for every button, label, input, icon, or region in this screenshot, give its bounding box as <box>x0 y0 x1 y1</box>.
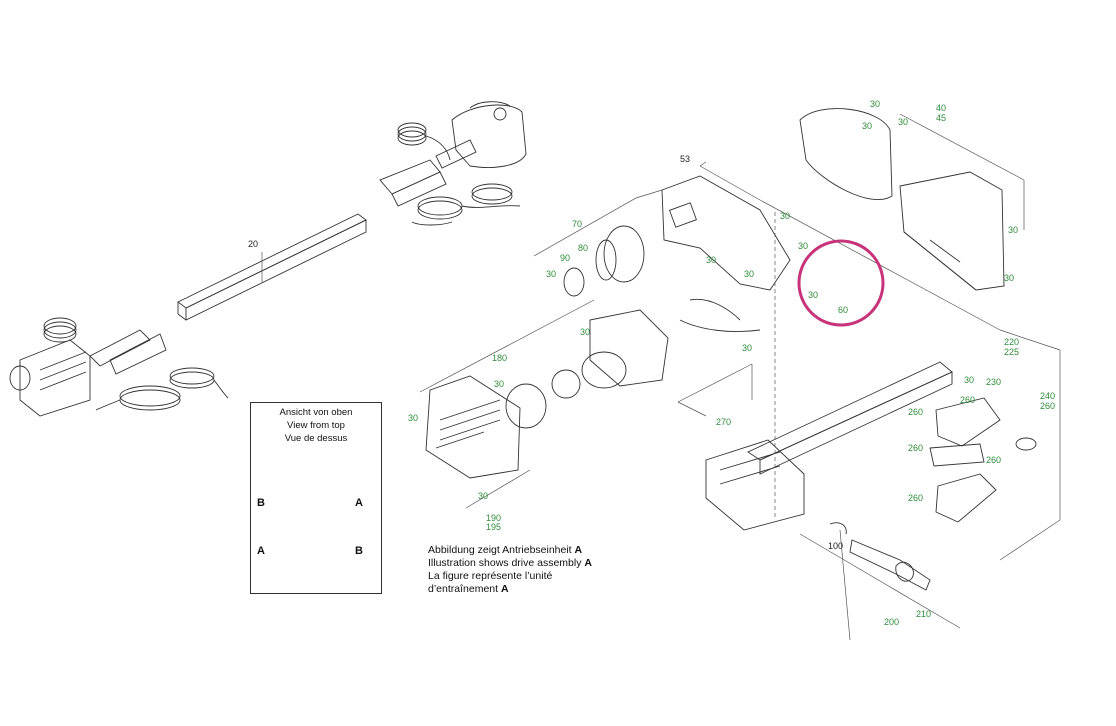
callout-30: 30 <box>494 379 505 389</box>
inset-title-en: View from top <box>287 420 345 431</box>
rail-bracket-assembly <box>705 361 1037 591</box>
callout-100: 100 <box>828 541 844 551</box>
callout-70: 70 <box>572 219 583 229</box>
inset-label-b-left: B <box>257 497 265 509</box>
callout-30: 30 <box>580 327 591 337</box>
callout-20: 20 <box>248 239 259 249</box>
callout-230: 230 <box>986 377 1002 387</box>
callout-195: 195 <box>486 522 502 532</box>
caption-line-fr-2: d’entraînement A <box>428 583 509 595</box>
cover-parts-40-45 <box>799 108 1005 291</box>
callout-90: 90 <box>560 253 571 263</box>
drive-assembly-caption: Abbildung zeigt Antriebseinheit A Illust… <box>428 544 592 596</box>
callout-30: 30 <box>898 117 909 127</box>
callout-260: 260 <box>908 443 924 453</box>
inset-label-a-right: A <box>355 497 363 509</box>
callout-30: 30 <box>478 491 489 501</box>
inset-label-a-left: A <box>257 545 265 557</box>
callout-30: 30 <box>798 241 809 251</box>
caption-line-en: Illustration shows drive assembly A <box>428 557 592 569</box>
motor-assembly <box>425 175 791 479</box>
callout-60: 60 <box>838 305 849 315</box>
callout-190: 190 <box>486 513 502 523</box>
callout-260: 260 <box>908 407 924 417</box>
callout-30: 30 <box>742 343 753 353</box>
highlight-circle-part-60 <box>797 239 885 327</box>
callout-30: 30 <box>1008 225 1019 235</box>
rail-part-20 <box>177 213 367 321</box>
callout-260: 260 <box>1040 401 1056 411</box>
callout-270: 270 <box>716 417 732 427</box>
callout-80: 80 <box>578 243 589 253</box>
callout-30: 30 <box>808 290 819 300</box>
callout-leader-lines <box>261 113 1061 641</box>
callout-260: 260 <box>986 455 1002 465</box>
callout-30: 30 <box>408 413 419 423</box>
caption-line-de: Abbildung zeigt Antriebseinheit A <box>428 544 583 556</box>
callout-30: 30 <box>870 99 881 109</box>
inset-label-b-right: B <box>355 545 363 557</box>
callout-200: 200 <box>884 617 900 627</box>
callout-40: 40 <box>936 103 947 113</box>
callout-30: 30 <box>780 211 791 221</box>
callout-220: 220 <box>1004 337 1020 347</box>
callout-210: 210 <box>916 609 932 619</box>
callout-30: 30 <box>706 255 717 265</box>
callout-45: 45 <box>936 113 947 123</box>
callout-30: 30 <box>862 121 873 131</box>
caption-line-fr-1: La figure représente l’unité <box>428 570 553 582</box>
callout-30: 30 <box>546 269 557 279</box>
callout-30: 30 <box>1004 273 1015 283</box>
callout-240: 240 <box>1040 391 1056 401</box>
top-view-inset: Ansicht von oben View from top Vue de de… <box>250 402 382 594</box>
callout-260: 260 <box>960 395 976 405</box>
callout-225: 225 <box>1004 347 1020 357</box>
drive-unit-lower <box>9 317 229 417</box>
callout-260: 260 <box>908 493 924 503</box>
callout-30: 30 <box>964 375 975 385</box>
inset-title-fr: Vue de dessus <box>284 433 348 444</box>
callout-30: 30 <box>744 269 755 279</box>
drive-unit-upper <box>379 101 527 226</box>
callout-53: 53 <box>680 154 691 164</box>
inset-title-de: Ansicht von oben <box>279 407 353 418</box>
callout-180: 180 <box>492 353 508 363</box>
